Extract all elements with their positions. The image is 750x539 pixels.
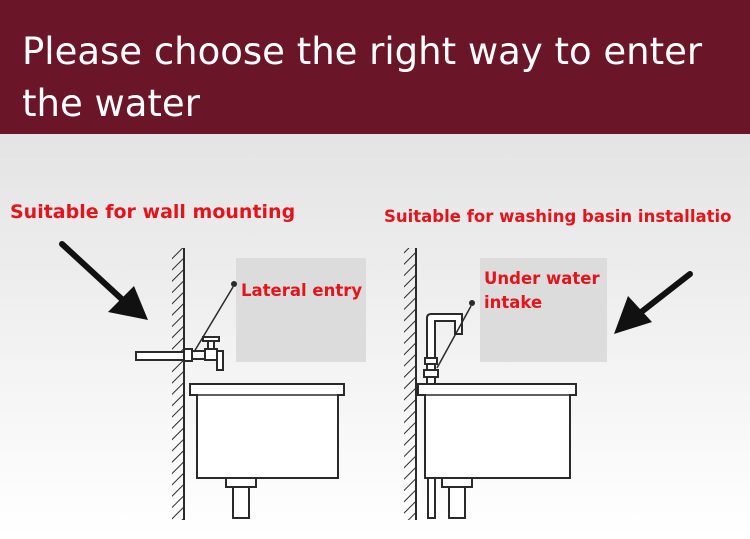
under-leader-line xyxy=(436,305,472,369)
basin-mount-scene xyxy=(404,248,693,520)
basin-faucet-icon xyxy=(423,313,463,385)
left-callout-panel xyxy=(236,258,366,362)
under-water-intake-label: Under water intake xyxy=(484,269,600,312)
left-wall-hatch xyxy=(172,248,184,520)
right-wall-hatch xyxy=(404,248,416,520)
lateral-leader-line xyxy=(193,286,234,353)
right-callout-panel xyxy=(480,258,607,362)
right-basin xyxy=(417,383,577,519)
title-banner: Please choose the right way to enter the… xyxy=(0,0,750,134)
arrow-down-left-icon xyxy=(614,271,693,334)
wall-faucet-icon xyxy=(135,336,224,371)
lateral-leader-dot xyxy=(231,281,237,287)
under-water-pipe xyxy=(427,477,436,519)
basin-mount-title: Suitable for washing basin installatio xyxy=(384,207,732,226)
wall-mount-title: Suitable for wall mounting xyxy=(10,201,296,223)
page-title: Please choose the right way to enter the… xyxy=(22,30,703,125)
diagram-background xyxy=(0,134,750,539)
left-basin xyxy=(189,383,345,519)
arrow-down-right-icon xyxy=(59,241,148,320)
under-leader-dot xyxy=(469,300,475,306)
wall-mount-scene xyxy=(59,241,366,520)
lateral-entry-label: Lateral entry xyxy=(241,281,363,300)
